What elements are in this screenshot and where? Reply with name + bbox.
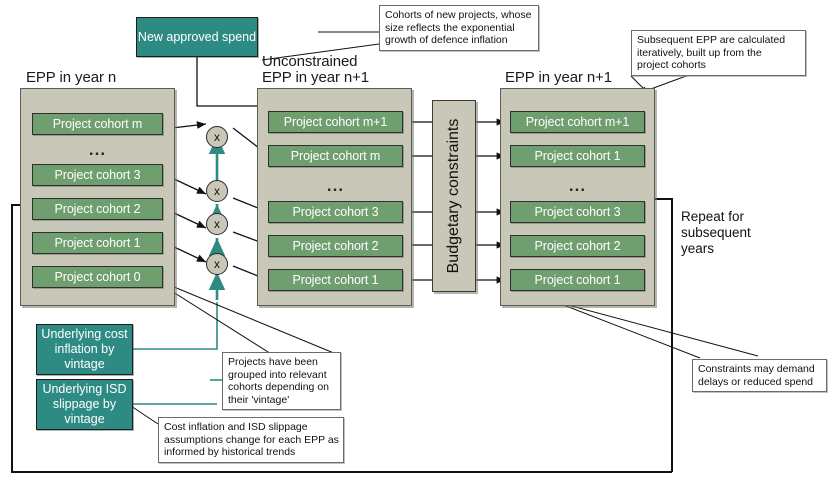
note-subsequent-epp: Subsequent EPP are calculated iterativel… <box>631 30 806 76</box>
column-title-left: EPP in year n <box>26 69 117 86</box>
cohort-right-4[interactable]: Project cohort 1 <box>510 269 645 291</box>
cohort-left-2[interactable]: Project cohort 2 <box>32 198 163 220</box>
repeat-years-label: Repeat for subsequent years <box>681 209 751 256</box>
column-title-right: EPP in year n+1 <box>505 69 613 86</box>
cost-inflation-box[interactable]: Underlying cost inflation by vintage <box>36 324 133 375</box>
cohort-left-1[interactable]: Project cohort 3 <box>32 164 163 186</box>
cohort-right-0[interactable]: Project cohort m+1 <box>510 111 645 133</box>
multiply-node-3[interactable]: x <box>206 213 228 235</box>
column-title-middle: Unconstrained EPP in year n+1 <box>262 53 370 86</box>
budgetary-constraints-label: Budgetary constraints <box>445 118 462 274</box>
cohort-mid-1[interactable]: Project cohort m <box>268 145 403 167</box>
cohort-right-2[interactable]: Project cohort 3 <box>510 201 645 223</box>
isd-slippage-box[interactable]: Underlying ISD slippage by vintage <box>36 379 133 430</box>
note-new-cohorts: Cohorts of new projects, whose size refl… <box>379 5 539 51</box>
cohort-mid-4[interactable]: Project cohort 1 <box>268 269 403 291</box>
ellipsis-middle: ... <box>326 176 345 195</box>
multiply-node-2[interactable]: x <box>206 180 228 202</box>
note-vintage-grouping: Projects have been grouped into relevant… <box>222 352 341 410</box>
multiply-node-1[interactable]: x <box>206 126 228 148</box>
note-constraints-effect: Constraints may demand delays or reduced… <box>692 359 827 392</box>
budgetary-constraints-box: Budgetary constraints <box>432 100 476 292</box>
cohort-left-0[interactable]: Project cohort m <box>32 113 163 135</box>
cohort-mid-0[interactable]: Project cohort m+1 <box>268 111 403 133</box>
note-assumptions: Cost inflation and ISD slippage assumpti… <box>158 417 344 463</box>
new-approved-spend-box[interactable]: New approved spend <box>136 17 258 57</box>
ellipsis-left: ... <box>88 140 107 159</box>
cohort-left-3[interactable]: Project cohort 1 <box>32 232 163 254</box>
cohort-left-4[interactable]: Project cohort 0 <box>32 266 163 288</box>
cohort-mid-2[interactable]: Project cohort 3 <box>268 201 403 223</box>
cohort-right-3[interactable]: Project cohort 2 <box>510 235 645 257</box>
ellipsis-right: ... <box>568 176 587 195</box>
multiply-node-4[interactable]: x <box>206 253 228 275</box>
cohort-right-1[interactable]: Project cohort 1 <box>510 145 645 167</box>
cohort-mid-3[interactable]: Project cohort 2 <box>268 235 403 257</box>
